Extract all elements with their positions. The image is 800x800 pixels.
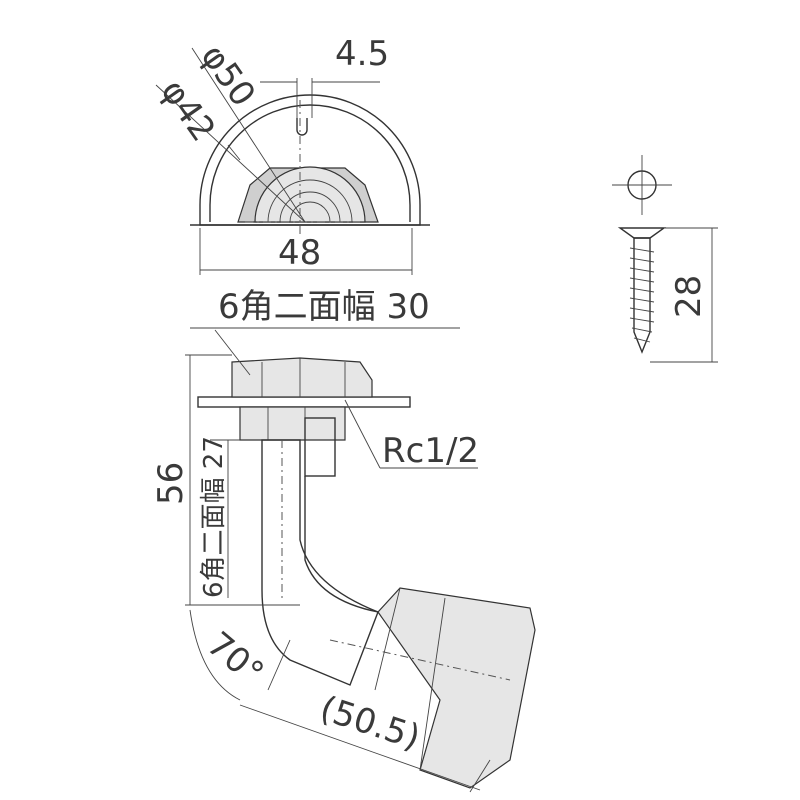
dim-screw-length: 28 — [669, 275, 709, 318]
elbow-side-view — [185, 327, 536, 793]
dim-height: 56 — [151, 462, 191, 505]
dim-hex-width-top: 6角二面幅 30 — [218, 287, 430, 327]
dim-hex-width-bottom: 6角二面幅 27 — [199, 436, 229, 598]
dim-elbow-length: (50.5) — [315, 689, 425, 759]
dim-thread: Rc1/2 — [382, 431, 479, 471]
dim-slot-width: 4.5 — [335, 34, 389, 74]
screw-view — [612, 155, 718, 363]
flange-top-view — [155, 47, 430, 275]
dim-flange-width: 48 — [278, 233, 321, 273]
dim-angle: 70° — [199, 624, 271, 693]
